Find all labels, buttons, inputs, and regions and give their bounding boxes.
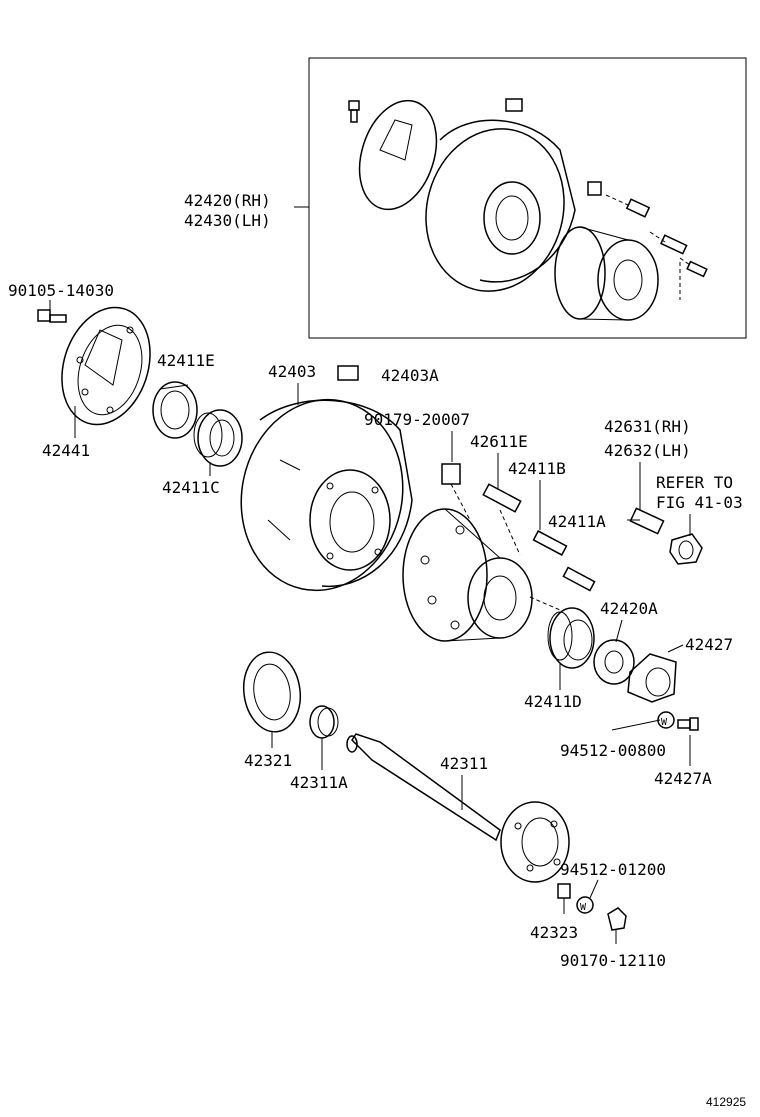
label-94512-00800: 94512-00800 [560, 741, 666, 760]
label-42323: 42323 [530, 923, 578, 942]
bearing-icon [193, 409, 243, 467]
washer-icon: W [657, 711, 675, 729]
leader-line [667, 644, 684, 653]
leader-line [615, 619, 623, 643]
inset-frame [308, 57, 747, 339]
washer-small-icon: W [576, 896, 594, 914]
axle-shaft-icon [346, 733, 570, 883]
label-42321: 42321 [244, 751, 292, 770]
gasket-icon [242, 651, 302, 733]
axle-hub-icon [402, 508, 533, 642]
backing-plate-icon [61, 306, 151, 426]
inset-drum-icon [425, 119, 576, 292]
clip-icon [337, 365, 359, 381]
label-42311: 42311 [440, 754, 488, 773]
inset-bolt-icon [348, 100, 360, 123]
label-42611e: 42611E [470, 432, 528, 451]
label-90170-12110: 90170-12110 [560, 951, 666, 970]
figure-number: 412925 [706, 1095, 746, 1109]
hub-bolt-rh-lh-icon [629, 507, 665, 535]
axle-stud-icon [557, 883, 571, 899]
inset-backing-plate-icon [358, 99, 438, 211]
label-42411c: 42411C [162, 478, 220, 497]
screw-icon [677, 717, 699, 731]
label-90179-20007: 90179-20007 [364, 410, 470, 429]
hub-bolt-icon [482, 483, 522, 556]
label-42420a: 42420A [600, 599, 658, 618]
label-42403: 42403 [268, 362, 316, 381]
label-90105-14030: 90105-14030 [8, 281, 114, 300]
label-42411a: 42411A [548, 512, 606, 531]
svg-text:W: W [661, 717, 668, 728]
wheel-nut-icon [669, 533, 703, 565]
label-42427: 42427 [685, 635, 733, 654]
outer-bearing-icon [547, 607, 595, 669]
stud-icon [532, 530, 568, 556]
inset-fasteners-icon [587, 181, 708, 300]
bolt-icon [37, 309, 67, 323]
label-42411d: 42411D [524, 692, 582, 711]
label-42632-lh: 42632(LH) [604, 441, 691, 460]
inset-hub-icon [554, 226, 659, 321]
label-42411e: 42411E [157, 351, 215, 370]
label-42411b: 42411B [508, 459, 566, 478]
hub-nut-icon [441, 463, 471, 521]
label-42420-rh: 42420(RH) [184, 191, 271, 210]
leader-line [589, 879, 599, 899]
fig-ref-label: FIG 41-03 [656, 493, 743, 512]
brake-drum-icon [240, 398, 413, 592]
oil-seal-icon [152, 381, 198, 439]
refer-to-label: REFER TO [656, 473, 733, 492]
cone-nut-icon [607, 907, 627, 931]
label-42441: 42441 [42, 441, 90, 460]
lock-washer-icon [593, 639, 635, 685]
lock-nut-icon [627, 653, 677, 703]
inset-clip-icon [505, 98, 523, 112]
cone-washer-icon [309, 705, 339, 739]
label-42311a: 42311A [290, 773, 348, 792]
label-42427a: 42427A [654, 769, 712, 788]
label-42430-lh: 42430(LH) [184, 211, 271, 230]
svg-text:W: W [580, 902, 587, 913]
label-94512-01200: 94512-01200 [560, 860, 666, 879]
label-42631-rh: 42631(RH) [604, 417, 691, 436]
pin-icon [529, 566, 596, 611]
leader-line [611, 719, 661, 731]
label-42403a: 42403A [381, 366, 439, 385]
